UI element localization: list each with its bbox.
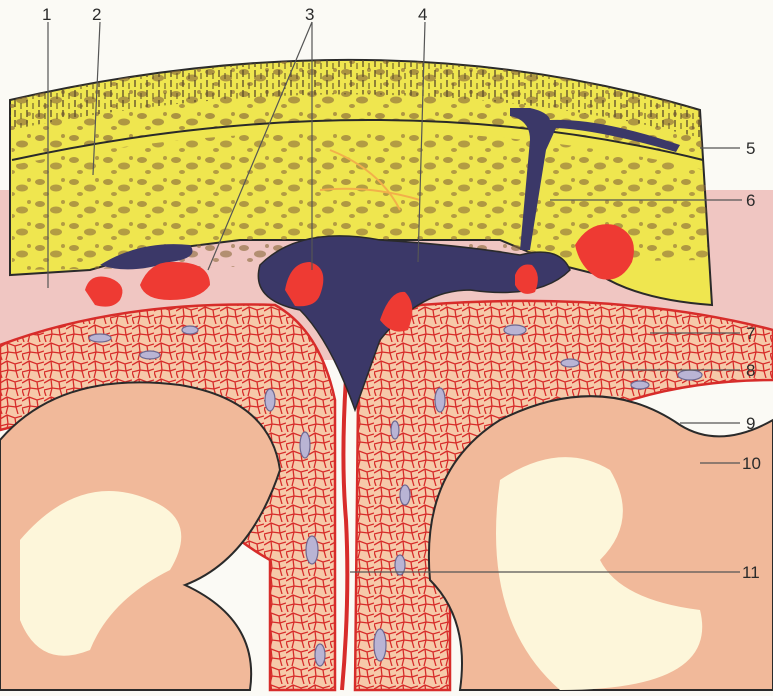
label-10: 10 <box>742 454 761 473</box>
label-4: 4 <box>418 5 427 24</box>
label-1: 1 <box>42 5 51 24</box>
label-7: 7 <box>746 324 755 343</box>
label-8: 8 <box>746 361 755 380</box>
label-6: 6 <box>746 191 755 210</box>
label-2: 2 <box>92 5 101 24</box>
label-9: 9 <box>746 414 755 433</box>
label-5: 5 <box>746 139 755 158</box>
fissure-artery <box>342 350 348 690</box>
label-3: 3 <box>305 5 314 24</box>
label-11: 11 <box>742 563 760 582</box>
